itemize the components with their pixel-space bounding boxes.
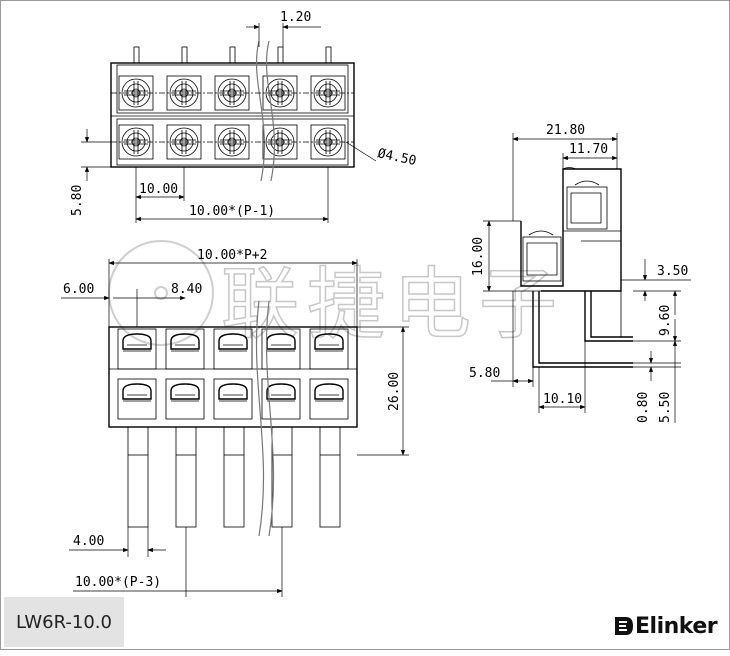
dim-21-80: 21.80 — [546, 123, 585, 138]
dim-0-80: 0.80 — [636, 392, 651, 423]
side-dimensions: 21.80 11.70 16.00 3.50 9.60 0.80 5.50 5.… — [469, 123, 691, 423]
dim-5-80-left: 5.80 — [70, 185, 85, 216]
watermark: 联捷电子 — [108, 240, 565, 351]
dim-p-2: 10.00*P+2 — [197, 248, 267, 263]
dim-5-50: 5.50 — [658, 392, 673, 423]
front-view — [108, 300, 358, 537]
dim-6-00: 6.00 — [63, 282, 94, 297]
watermark-text: 联捷电子 — [221, 260, 565, 350]
model-text: LW6R-10.0 — [16, 611, 112, 633]
dim-11-70: 11.70 — [569, 142, 608, 157]
top-dimensions: 1.20 Ø4.50 5.80 10.00 10.00*(P-1) — [70, 10, 418, 223]
dim-16-00: 16.00 — [471, 237, 486, 276]
front-dimensions: 10.00*P+2 6.00 8.40 26.00 4.00 10.00*(P-… — [61, 248, 409, 597]
dim-3-50: 3.50 — [657, 264, 688, 279]
dim-9-60: 9.60 — [658, 305, 673, 336]
dim-hole: Ø4.50 — [376, 146, 417, 169]
dim-10-10: 10.10 — [543, 392, 582, 407]
top-view — [110, 40, 355, 182]
side-view — [520, 167, 633, 368]
dim-10-00: 10.00 — [139, 182, 178, 197]
brand-logo: Elinker — [613, 611, 723, 641]
dim-5-80-side: 5.80 — [469, 366, 500, 381]
dim-pitch-top: 1.20 — [280, 10, 311, 25]
model-label: LW6R-10.0 — [4, 597, 124, 647]
brand-mark-icon — [615, 617, 633, 635]
dim-p-1: 10.00*(P-1) — [189, 204, 275, 219]
dim-p-3: 10.00*(P-3) — [75, 575, 161, 590]
dim-26-00: 26.00 — [387, 372, 402, 411]
dim-4-00: 4.00 — [73, 534, 104, 549]
brand-name: Elinker — [635, 613, 718, 639]
dim-8-40: 8.40 — [171, 282, 202, 297]
